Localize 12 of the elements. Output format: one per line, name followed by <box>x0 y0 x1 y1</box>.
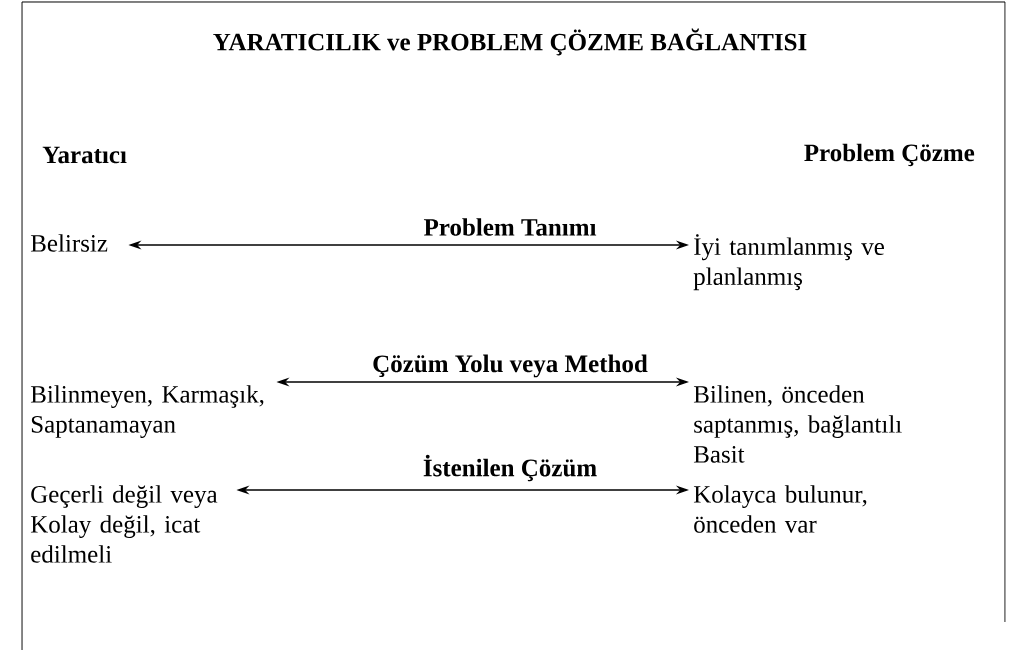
term-text: İyi tanımlanmış ve planlanmış <box>693 234 884 291</box>
term-text: Bilinen, önceden saptanmış, bağlantılı Basit <box>693 385 902 463</box>
edge-label: İstenilen Çözüm <box>421 453 599 483</box>
term-text: Belirsiz <box>30 234 108 252</box>
column-heading: Problem Çözme <box>804 143 975 167</box>
edge-label: Çözüm Yolu veya Method <box>371 353 649 379</box>
edge-label: Problem Tanımı <box>422 217 598 237</box>
term-text: Bilinmeyen, Karmaşık, Saptanamayan <box>30 385 264 438</box>
term-text: Geçerli değil veya Kolay değil, icat edilmeli <box>30 485 218 563</box>
term-text: Kolayca bulunur, önceden var <box>693 485 867 533</box>
column-heading: Yaratıcı <box>42 146 127 164</box>
title: YARATICILIK ve PROBLEM ÇÖZME BAĞLANTISI <box>213 28 807 56</box>
